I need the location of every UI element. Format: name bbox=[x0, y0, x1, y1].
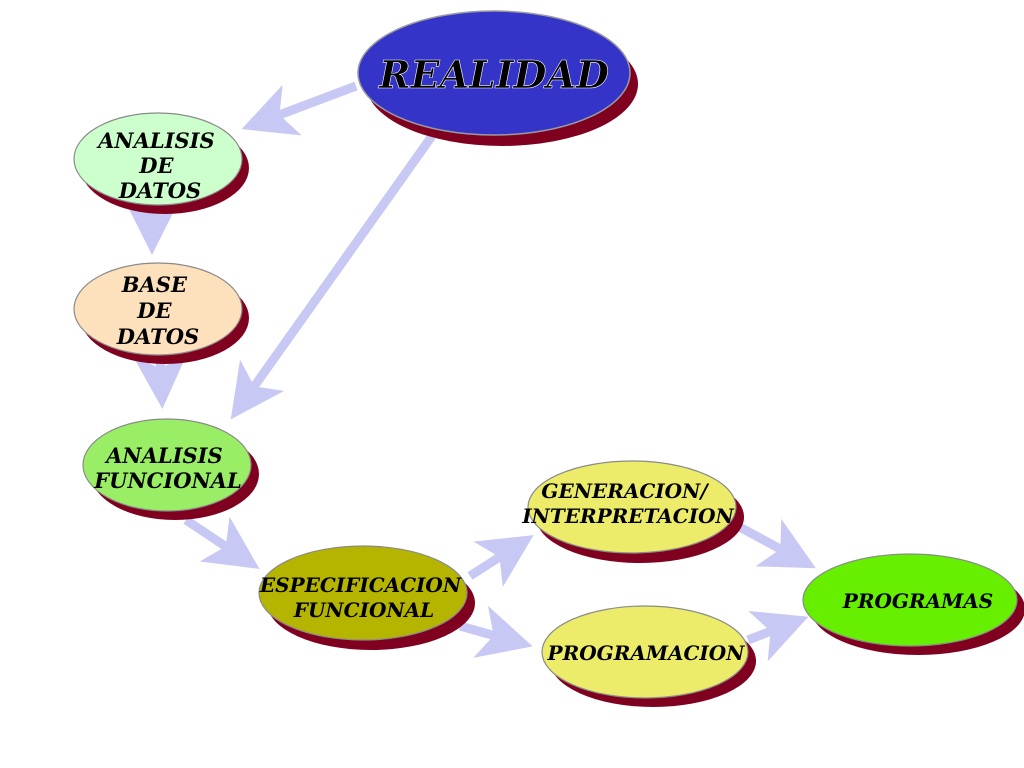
node-especificacion-funcional: ESPECIFICACION FUNCIONAL bbox=[258, 545, 475, 650]
node-label-programacion: PROGRAMACION bbox=[547, 641, 746, 665]
node-analisis-funcional: ANALISIS FUNCIONAL bbox=[82, 418, 259, 520]
arrow-analisis-funcional-to-especificacion bbox=[183, 516, 260, 569]
node-programacion: PROGRAMACION bbox=[541, 605, 756, 707]
node-base-datos: BASE DE DATOS bbox=[73, 262, 249, 364]
arrow-programacion-to-programas bbox=[746, 610, 809, 662]
node-programas: PROGRAMAS bbox=[802, 553, 1024, 655]
node-ellipse bbox=[541, 605, 749, 699]
node-ellipse bbox=[527, 460, 737, 554]
node-generacion-interpretacion: GENERACION/ INTERPRETACION bbox=[521, 460, 744, 563]
arrows-layer bbox=[125, 81, 816, 662]
node-ellipse bbox=[258, 545, 468, 641]
node-label-generacion-interpretacion: GENERACION/ INTERPRETACION bbox=[521, 479, 734, 528]
arrow-especificacion-to-generacion bbox=[467, 535, 534, 588]
arrow-realidad-to-analisis-datos bbox=[241, 81, 358, 136]
node-ellipse bbox=[357, 10, 631, 136]
node-label-realidad: REALIDAD bbox=[378, 52, 609, 97]
node-label-base-datos: BASE DE DATOS bbox=[116, 272, 199, 349]
arrow-realidad-to-analisis-funcional bbox=[230, 133, 436, 420]
node-ellipse bbox=[82, 418, 252, 512]
node-realidad: REALIDAD bbox=[357, 10, 638, 146]
arrow-generacion-to-programas bbox=[731, 518, 816, 569]
node-ellipse bbox=[802, 553, 1018, 647]
node-label-analisis-datos: ANALISIS DE DATOS bbox=[96, 128, 222, 203]
arrow-especificacion-to-programacion bbox=[458, 605, 533, 658]
node-ellipse bbox=[73, 112, 243, 206]
node-label-programas: PROGRAMAS bbox=[842, 589, 993, 613]
node-label-especificacion-funcional: ESPECIFICACION FUNCIONAL bbox=[259, 573, 468, 622]
node-label-analisis-funcional: ANALISIS FUNCIONAL bbox=[93, 443, 242, 493]
node-analisis-datos: ANALISIS DE DATOS bbox=[73, 112, 249, 214]
node-ellipse bbox=[73, 262, 243, 356]
